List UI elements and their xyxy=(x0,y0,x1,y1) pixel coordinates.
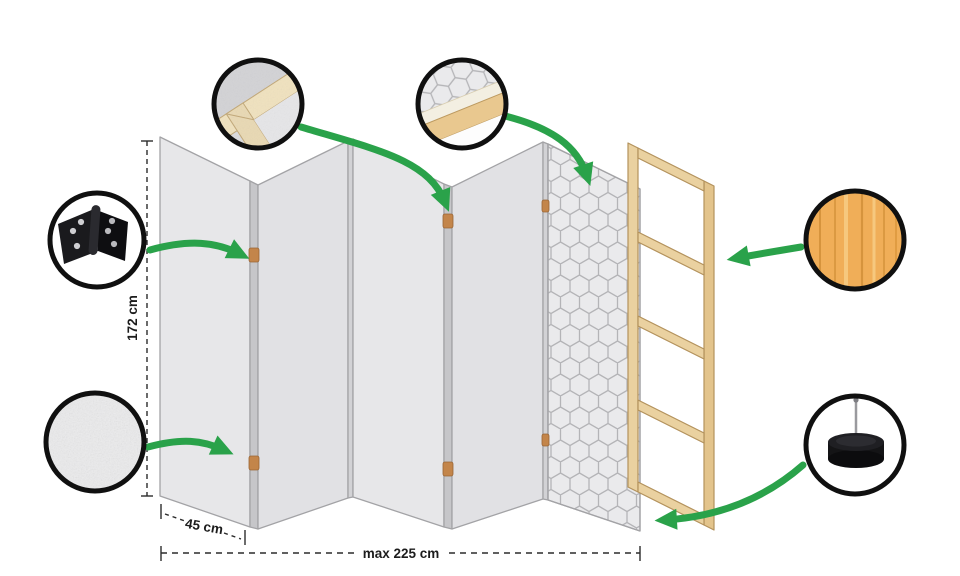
callout-frame-corner xyxy=(211,57,305,151)
frame-crossbar xyxy=(637,399,705,444)
callout-fabric xyxy=(43,390,147,494)
hinge-mark xyxy=(248,247,260,263)
callout-wood xyxy=(803,188,907,292)
frame-crossbar xyxy=(637,315,705,360)
screen-panel-1 xyxy=(159,136,251,528)
pine-wood-icon xyxy=(806,191,904,289)
hinge-mark xyxy=(442,461,454,477)
hinge-mark xyxy=(541,433,550,447)
hinge-icon xyxy=(58,205,128,264)
frame-left-rail xyxy=(627,142,639,493)
total-width-dimension-label: max 225 cm xyxy=(363,546,440,561)
wooden-frame xyxy=(627,142,715,531)
hinge-mark xyxy=(442,213,454,229)
arrow-printed-corner xyxy=(501,112,594,186)
hinge-marks xyxy=(248,199,550,477)
screen-panel-3 xyxy=(352,138,445,528)
screen-panel-2 xyxy=(257,140,349,530)
panel-width-dimension-line xyxy=(160,504,246,545)
arrow-fabric xyxy=(144,435,234,455)
rubber-foot-icon xyxy=(828,397,884,468)
hinge-mark xyxy=(541,199,550,213)
fabric-texture-icon xyxy=(46,393,144,491)
frame-right-rail xyxy=(703,180,715,531)
panel-edge-2 xyxy=(347,138,354,499)
frame-crossbar xyxy=(637,231,705,276)
hinge-mark xyxy=(248,455,260,471)
panel-edge-1 xyxy=(249,180,259,530)
callout-hinge xyxy=(47,190,147,290)
dimension-annotations xyxy=(141,140,641,561)
panel-width-dimension-label: 45 cm xyxy=(184,516,224,537)
arrow-hinge xyxy=(146,239,250,259)
total-width-dimension-line xyxy=(160,546,641,561)
arrow-foot xyxy=(654,461,807,530)
height-dimension-line xyxy=(141,140,153,497)
screen-panel-4 xyxy=(451,141,544,530)
panel-edge-3 xyxy=(443,183,453,530)
frame-crossbar-top xyxy=(637,147,705,192)
arrow-wood xyxy=(726,243,805,267)
height-dimension-label: 172 cm xyxy=(125,295,140,341)
screen-panel-5-printed xyxy=(547,143,641,532)
folding-screen xyxy=(159,136,641,532)
arrow-frame-corner xyxy=(297,123,451,212)
callout-foot xyxy=(803,393,907,497)
callout-arrows xyxy=(144,112,807,530)
